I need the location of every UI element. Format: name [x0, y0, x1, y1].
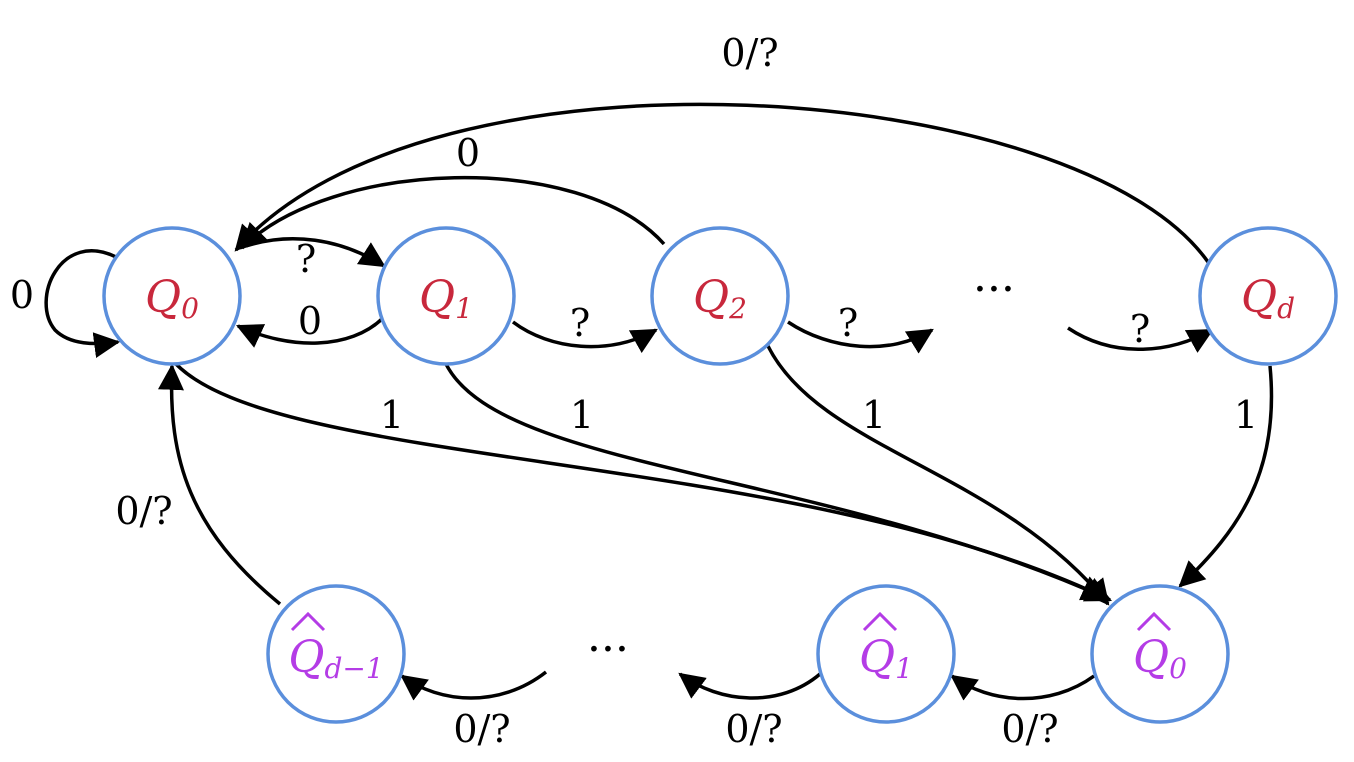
state-subscript: 1	[455, 292, 473, 325]
state-label: Q1	[859, 632, 913, 685]
state-qhat0: Q0	[1090, 584, 1230, 724]
state-qhat1: Q1	[816, 584, 956, 724]
label-q0-to-qh0: 1	[380, 393, 404, 437]
state-qd: Qd	[1198, 226, 1338, 366]
edge-q2-to-qh0	[766, 345, 1110, 606]
state-label: Q0	[145, 272, 199, 325]
label-q2-to-q0: 0	[456, 131, 480, 175]
state-main: Q	[1241, 272, 1277, 323]
label-q1-to-qh0: 1	[570, 393, 594, 437]
state-label: Q2	[693, 272, 747, 325]
hat-accent	[1136, 611, 1172, 632]
label-q0-to-q1: ?	[296, 237, 316, 281]
label-dots-to-qd: ?	[1130, 307, 1150, 351]
edge-q2-to-q0	[240, 175, 666, 250]
ellipsis-top: ···	[973, 264, 1015, 315]
state-label: Qd−1	[288, 632, 383, 685]
label-qh0-to-qh1: 0/?	[1001, 707, 1058, 751]
label-dots-to-qhd1: 0/?	[453, 707, 510, 751]
label-q1-to-q0: 0	[298, 299, 322, 343]
ellipsis-bottom: ···	[587, 624, 629, 675]
state-ring	[650, 226, 790, 366]
edge-q0-to-qh0	[174, 362, 1112, 602]
state-main: Q	[288, 632, 324, 683]
edge-q1-to-q2	[511, 320, 658, 354]
state-ring	[1090, 584, 1230, 724]
state-ring	[816, 584, 956, 724]
state-subscript: 0	[1169, 652, 1187, 685]
edge-dots-to-qd	[1067, 326, 1214, 353]
edge-q1-to-qh0	[444, 363, 1108, 601]
label-qd-to-q0: 0/?	[721, 31, 778, 75]
edges	[44, 102, 1274, 701]
state-main: Q	[145, 272, 181, 323]
label-qd-to-qh0: 1	[1234, 393, 1258, 437]
state-main: Q	[1133, 632, 1169, 683]
state-ring	[376, 226, 516, 366]
state-ring	[102, 226, 242, 366]
state-subscript: d−1	[324, 652, 383, 685]
state-subscript: 2	[728, 292, 747, 325]
label-qhd1-to-q0: 0/?	[115, 489, 172, 533]
state-subscript: 1	[895, 652, 913, 685]
edge-self-loop-q0	[44, 249, 121, 358]
edge-labels: 0 ? 0 0 0/? ? ? ? 1 1 1 1 0/? 0/? 0/? 0/…	[10, 31, 1258, 751]
edge-qh1-to-dots	[678, 672, 822, 700]
label-q2-to-qh0: 1	[862, 393, 886, 437]
label-qh1-to-dots: 0/?	[725, 707, 782, 751]
state-ring	[1198, 226, 1338, 366]
state-main: Q	[859, 632, 895, 683]
label-q2-to-dots: ?	[838, 301, 858, 345]
edge-q1-to-q0	[236, 316, 385, 348]
hat-accent	[862, 611, 898, 632]
edge-dots-to-qhd1	[400, 670, 548, 701]
state-label: Qd	[1241, 272, 1295, 325]
edge-qd-to-qh0	[1178, 365, 1274, 588]
state-q1: Q1	[376, 226, 516, 366]
state-q2: Q2	[650, 226, 790, 366]
edge-q2-to-dots	[787, 320, 934, 354]
state-subscript: 0	[181, 292, 199, 325]
state-q0: Q0	[102, 226, 242, 366]
edge-qh0-to-qh1	[950, 674, 1096, 701]
state-main: Q	[693, 272, 729, 323]
edge-qd-to-q0	[234, 102, 1210, 264]
edge-qhd1-to-q0	[158, 363, 282, 606]
state-subscript: d	[1277, 292, 1295, 325]
label-q1-to-q2: ?	[570, 301, 590, 345]
state-main: Q	[419, 272, 455, 323]
state-label: Q0	[1133, 632, 1187, 685]
state-label: Q1	[419, 272, 473, 325]
label-self-loop-q0: 0	[10, 273, 34, 317]
state-qhat-d-minus-1: Qd−1	[266, 584, 406, 724]
hat-accent	[290, 611, 326, 632]
